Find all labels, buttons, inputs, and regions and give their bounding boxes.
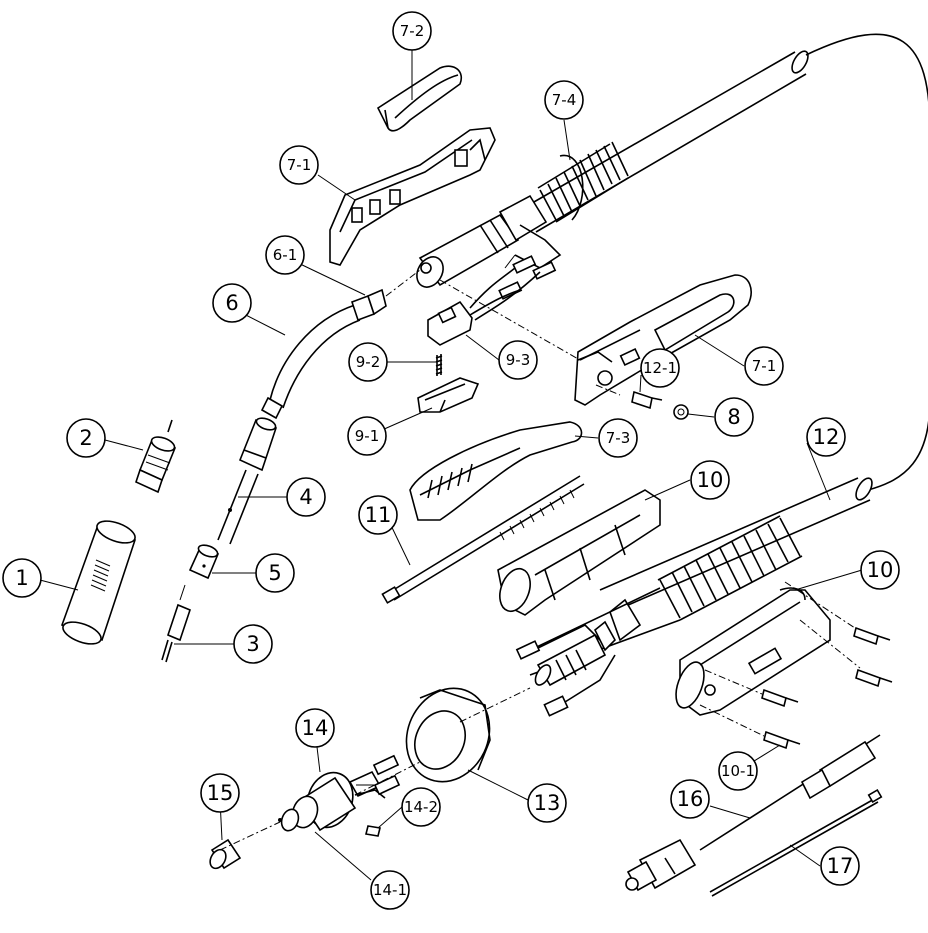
part-7-1-upper-handle: [329, 127, 496, 266]
callout-12: 12: [806, 417, 846, 457]
callout-15: 15: [200, 773, 240, 813]
callout-5: 5: [255, 553, 295, 593]
svg-text:7-3: 7-3: [606, 429, 631, 447]
part-7-3-lower-cover: [409, 421, 583, 521]
callout-10-upper: 10: [690, 460, 730, 500]
screws-10-1: [761, 626, 893, 750]
callout-10-lower: 10: [860, 550, 900, 590]
svg-text:12: 12: [813, 425, 840, 449]
callout-4: 4: [286, 477, 326, 517]
svg-text:7-1: 7-1: [287, 156, 312, 174]
svg-text:16: 16: [677, 787, 704, 811]
svg-text:5: 5: [268, 561, 281, 585]
callout-14-2: 14-2: [401, 787, 441, 827]
part-7-2-cover: [376, 65, 462, 132]
svg-text:17: 17: [827, 854, 854, 878]
svg-text:1: 1: [15, 566, 28, 590]
svg-text:10: 10: [697, 468, 724, 492]
part-9-3-switch: [427, 300, 473, 346]
part-1-nozzle: [60, 520, 136, 645]
part-10-upper-body: [497, 489, 661, 616]
svg-text:14-1: 14-1: [373, 881, 407, 899]
callout-2: 2: [66, 418, 106, 458]
svg-text:14: 14: [302, 716, 329, 740]
callout-1: 1: [2, 558, 42, 598]
callout-7-1-upper: 7-1: [279, 145, 319, 185]
svg-text:10-1: 10-1: [721, 762, 755, 780]
trigger-wires: [469, 255, 557, 321]
part-7-1-lower-handle: [574, 274, 752, 406]
svg-text:8: 8: [727, 405, 740, 429]
svg-text:7-4: 7-4: [552, 91, 577, 109]
screw-12-1: [631, 390, 663, 410]
svg-text:4: 4: [299, 485, 312, 509]
part-16-control-cable: [625, 734, 881, 892]
cable: [519, 33, 928, 613]
svg-text:2: 2: [79, 426, 92, 450]
callout-17: 17: [820, 846, 860, 886]
callout-3: 3: [233, 624, 273, 664]
part-11-liner: [381, 475, 585, 604]
callout-6: 6: [212, 283, 252, 323]
callout-9-1: 9-1: [347, 416, 387, 456]
svg-text:10: 10: [867, 558, 894, 582]
svg-text:9-1: 9-1: [355, 427, 380, 445]
svg-text:14-2: 14-2: [404, 798, 438, 816]
part-17-rod: [709, 788, 883, 897]
svg-text:13: 13: [534, 791, 561, 815]
callout-16: 16: [670, 779, 710, 819]
callout-9-2: 9-2: [348, 342, 388, 382]
part-3-tip: [161, 584, 191, 663]
part-9-1-trigger: [417, 377, 480, 413]
part-5-sleeve: [188, 544, 220, 580]
callout-10-1: 10-1: [718, 751, 758, 791]
svg-text:9-2: 9-2: [356, 353, 381, 371]
svg-text:9-3: 9-3: [506, 351, 531, 369]
nut-8: [673, 404, 689, 420]
callout-11: 11: [358, 495, 398, 535]
central-adapter: [515, 620, 616, 717]
svg-text:12-1: 12-1: [643, 359, 677, 377]
svg-text:7-2: 7-2: [400, 22, 425, 40]
part-6-gooseneck: [260, 269, 421, 420]
callout-14: 14: [295, 708, 335, 748]
svg-text:6: 6: [225, 291, 238, 315]
callout-6-1: 6-1: [265, 235, 305, 275]
svg-text:15: 15: [207, 781, 234, 805]
neck-spring-upper: [416, 141, 629, 288]
svg-text:7-1: 7-1: [752, 357, 777, 375]
part-10-lower-body: [675, 587, 831, 716]
part-15-insert: [209, 838, 242, 870]
callout-12-1: 12-1: [640, 348, 680, 388]
callout-13: 13: [527, 783, 567, 823]
svg-text:6-1: 6-1: [273, 246, 298, 264]
part-13-nut: [405, 687, 491, 783]
part-9-2-spring: [435, 354, 443, 376]
assembly-guides: [219, 279, 861, 851]
part-4-diffuser: [217, 417, 277, 545]
callout-7-1-lower: 7-1: [744, 346, 784, 386]
callout-7-2: 7-2: [392, 11, 432, 51]
part-14-connector: [278, 754, 401, 837]
callout-7-4: 7-4: [544, 80, 584, 120]
callout-8: 8: [714, 397, 754, 437]
callout-14-1: 14-1: [370, 870, 410, 910]
svg-text:3: 3: [246, 632, 259, 656]
callout-7-3: 7-3: [598, 418, 638, 458]
part-2-contact-holder: [135, 419, 177, 494]
svg-text:11: 11: [365, 503, 392, 527]
callout-9-3: 9-3: [498, 340, 538, 380]
